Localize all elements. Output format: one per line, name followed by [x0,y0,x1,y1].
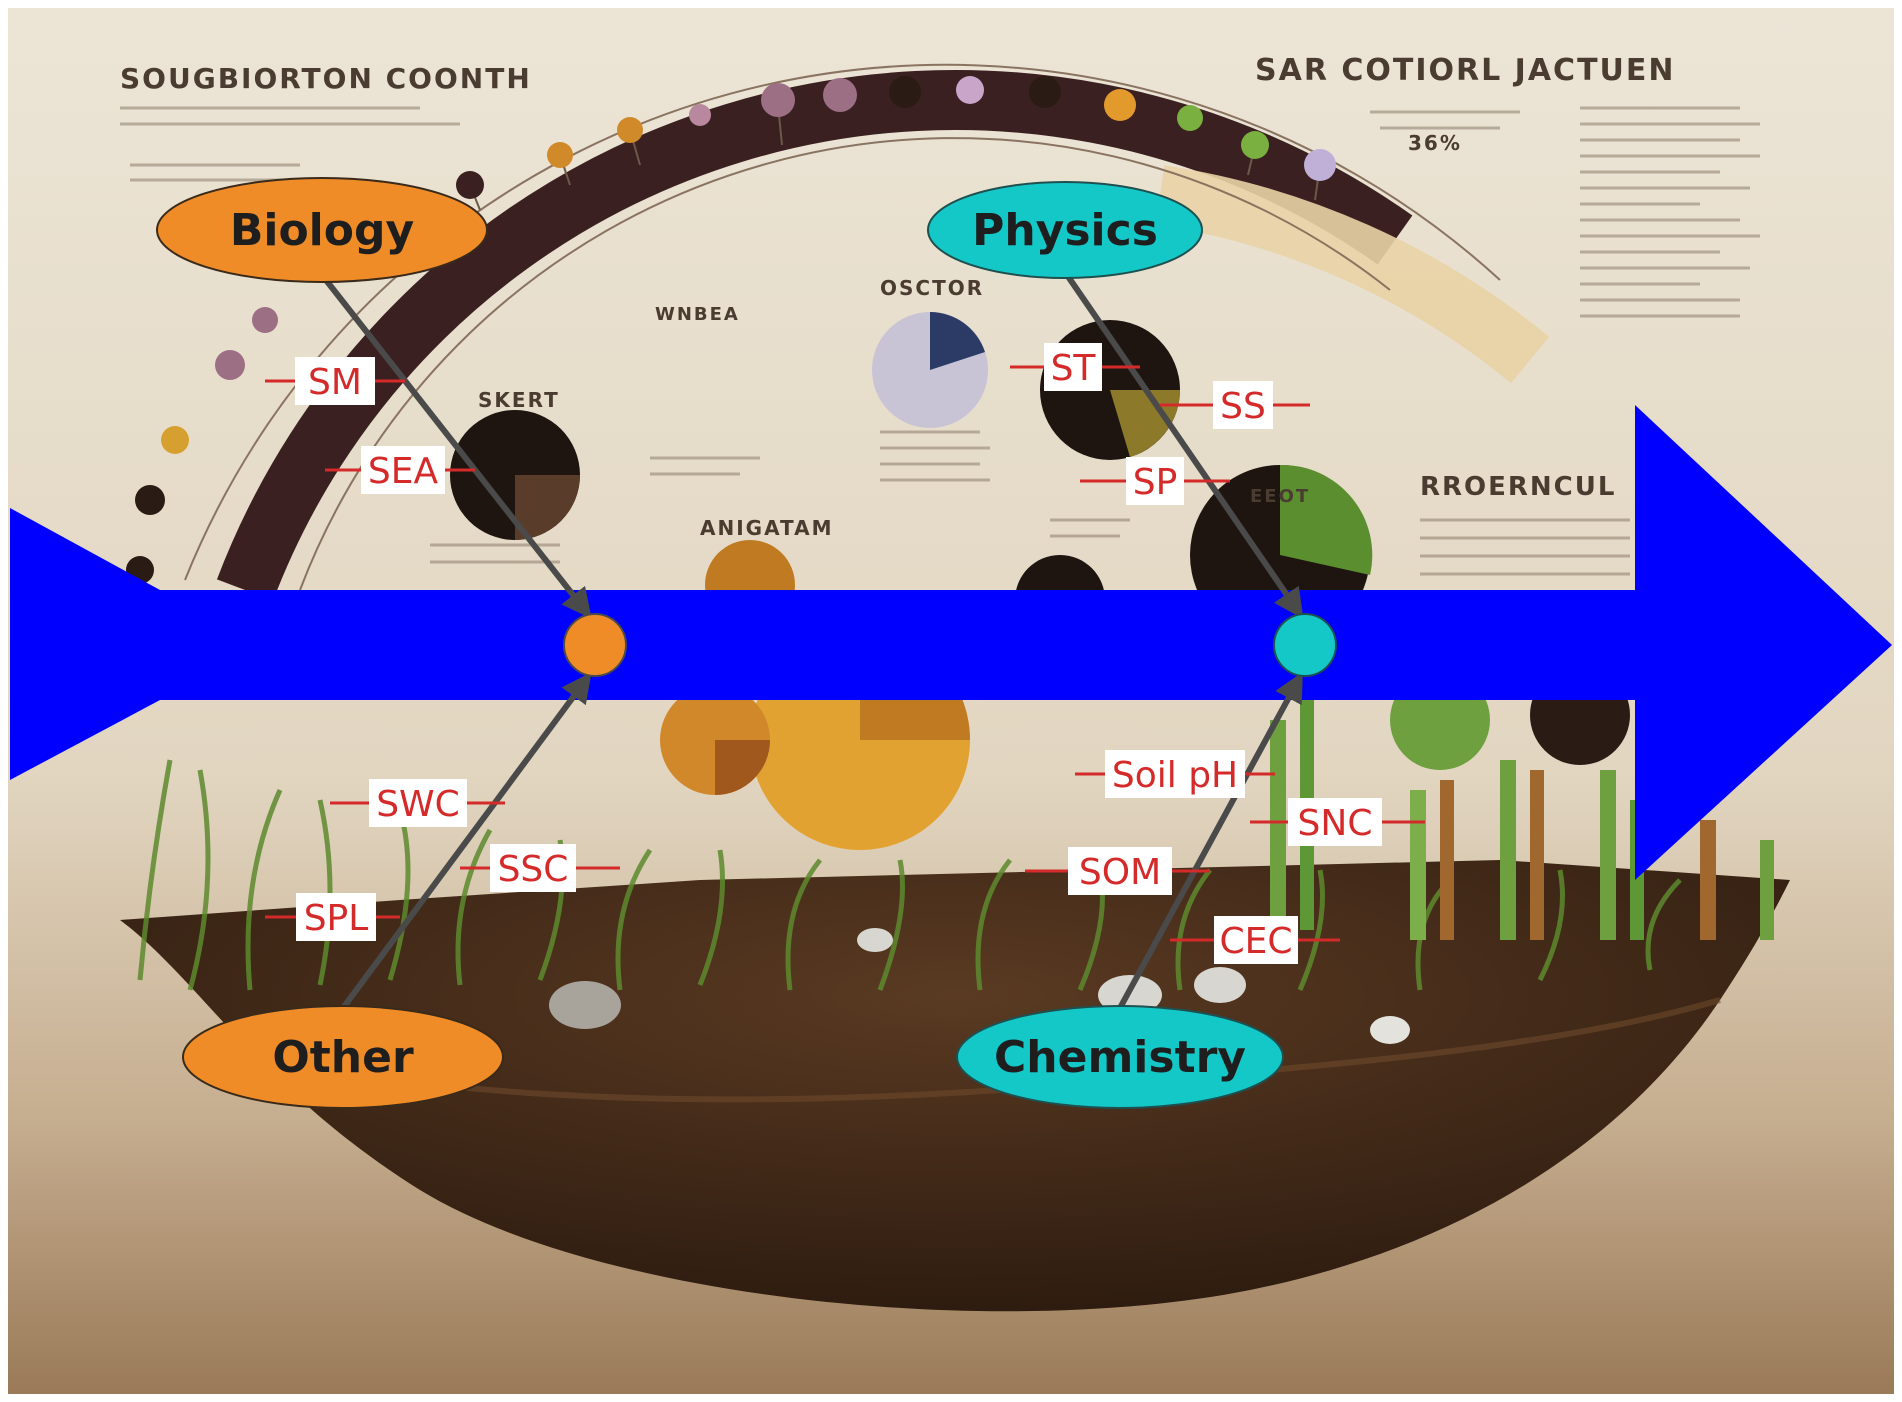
category-label: Physics [972,205,1158,256]
background-heading-wnbea: WNBEA [655,304,740,325]
factor-ss: SS [1213,381,1273,429]
stone-illustration [857,928,893,952]
factor-soil-ph: Soil pH [1105,750,1245,798]
factor-label-box [1126,457,1184,505]
category-biology: Biology [156,177,488,283]
bone-chemistry [1117,671,1303,1010]
factor-label-box [1213,381,1273,429]
factor-labels: SM SEA ST SS SP SWC SSC SPL Soil pH SNC SOM CEC [295,343,1382,964]
bar-chart-illustration [1270,700,1774,940]
factor-sp: SP [1126,457,1184,505]
factor-label: ST [1051,348,1097,389]
factor-label: SWC [376,784,460,825]
background-heading-rroerncul: RROERNCUL [1420,472,1616,502]
background-stat: 36% [1408,131,1462,155]
category-label: Biology [230,205,414,256]
background-heading-skert: SKERT [478,388,560,412]
stone-illustration [1370,1016,1410,1044]
category-label: Chemistry [994,1032,1246,1083]
stone-illustration [1194,967,1246,1003]
factor-som: SOM [1068,847,1172,895]
factor-label: Soil pH [1112,755,1238,796]
factor-label: SOM [1079,852,1161,893]
factor-spl: SPL [296,893,376,941]
background-heading-eeot: EEOT [1250,486,1310,507]
factor-label: SM [308,362,362,403]
background-text-lines [120,106,1760,594]
factor-cec: CEC [1214,916,1298,964]
background-heading-right: SAR COTIORL JACTUEN [1255,53,1676,88]
factor-label-box [1214,916,1298,964]
background-heading-left: SOUGBIORTON COONTH [120,62,532,95]
factor-label-box [369,779,467,827]
factor-snc: SNC [1288,798,1382,846]
category-chemistry: Chemistry [956,1005,1284,1109]
factor-st: ST [1044,343,1102,391]
bone-other [340,672,592,1010]
background-heading-anigatam: ANIGATAM [700,516,833,540]
factor-label-box [295,357,375,405]
fishbone-bones [319,270,1304,1010]
category-physics: Physics [927,181,1203,279]
spine-arrow [10,405,1892,880]
factor-label-box [1044,343,1102,391]
factor-label-box [361,446,445,494]
factor-label-box [1105,750,1245,798]
factor-label: SEA [368,451,439,492]
factor-sea: SEA [361,446,445,494]
category-label: Other [272,1032,414,1083]
background-heading-mid: OSCTOR [880,276,984,300]
factor-label-box [296,893,376,941]
factor-label-box [1068,847,1172,895]
factor-ssc: SSC [490,844,576,892]
factor-label-box [1288,798,1382,846]
factor-label: SP [1133,462,1178,503]
soil-mass-illustration [120,860,1790,1312]
factor-label: CEC [1219,921,1292,962]
joint-node-right [1273,613,1337,677]
category-other: Other [182,1005,504,1109]
stone-illustration [549,981,621,1029]
bone-physics [1062,270,1304,619]
bone-biology [319,273,592,619]
lollipop-markers-illustration [126,76,1336,584]
factor-label-box [490,844,576,892]
joint-node-left [563,613,627,677]
factor-label: SNC [1298,803,1373,844]
factor-label: SSC [498,849,569,890]
factor-sm: SM [295,357,375,405]
factor-label: SPL [304,898,369,939]
factor-label: SS [1220,386,1266,427]
factor-swc: SWC [369,779,467,827]
